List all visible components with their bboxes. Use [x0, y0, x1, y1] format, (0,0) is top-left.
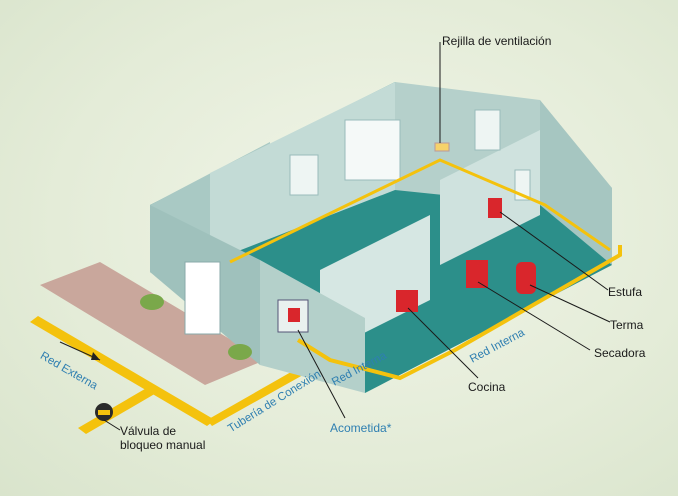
label-secadora: Secadora [594, 346, 646, 360]
vent-grille [434, 142, 450, 152]
label-rejilla: Rejilla de ventilación [442, 34, 552, 48]
right-wall [540, 100, 612, 265]
label-estufa: Estufa [608, 285, 643, 299]
sidewalk [40, 262, 265, 385]
bush [140, 294, 164, 310]
dryer-appliance [466, 260, 488, 288]
label-acometida: Acometida* [330, 421, 392, 435]
partition-2 [440, 130, 540, 265]
front-wall-right [260, 260, 365, 393]
label-terma: Terma [610, 318, 644, 332]
valve-branch-pipe [78, 386, 158, 434]
label-valvula-line1: Válvula de [120, 424, 177, 438]
label-valvula-line2: bloqueo manual [120, 438, 206, 452]
kitchen-appliance [396, 290, 418, 312]
stove-appliance [488, 198, 502, 218]
bush [228, 344, 252, 360]
water-heater-appliance [516, 262, 536, 294]
connection-pipe [207, 368, 303, 426]
internal-pipe [296, 245, 622, 381]
external-pipe [30, 316, 215, 426]
label-cocina: Cocina [468, 380, 506, 394]
